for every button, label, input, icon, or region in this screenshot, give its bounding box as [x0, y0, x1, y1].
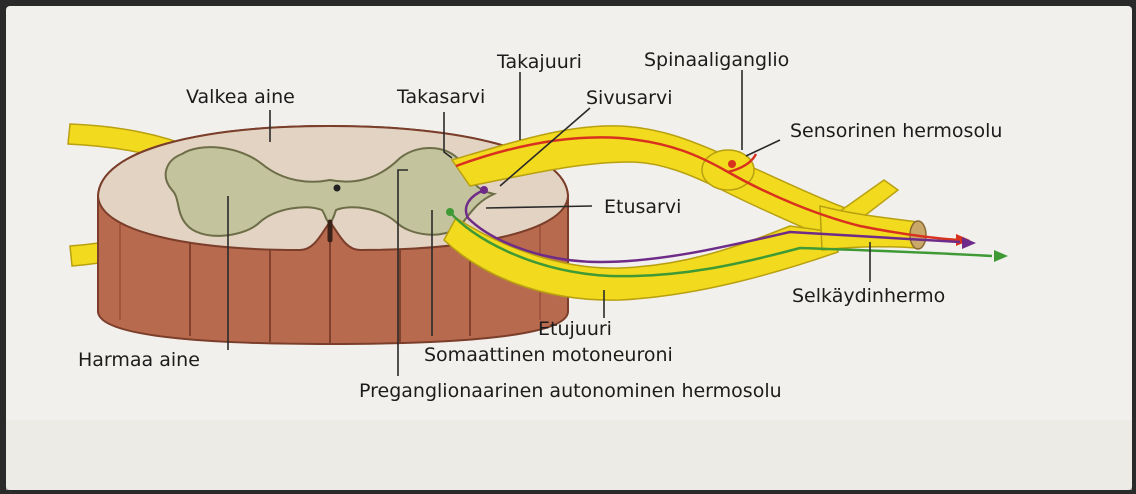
- label-sivusarvi: Sivusarvi: [586, 87, 673, 109]
- autonomic-neuron-soma: [480, 186, 488, 194]
- central-canal: [334, 185, 341, 192]
- label-takajuuri: Takajuuri: [496, 51, 582, 73]
- label-sensorinen-hermosolu: Sensorinen hermosolu: [790, 120, 1002, 142]
- sensory-neuron-soma: [728, 160, 736, 168]
- label-preganglionaarinen: Preganglionaarinen autonominen hermosolu: [359, 380, 782, 402]
- label-etusarvi: Etusarvi: [604, 196, 681, 218]
- motor-neuron-soma: [446, 208, 454, 216]
- page-shadow: [6, 420, 1132, 490]
- label-takasarvi: Takasarvi: [396, 86, 485, 108]
- label-spinaaliganglio: Spinaaliganglio: [644, 49, 789, 71]
- label-harmaa-aine: Harmaa aine: [78, 349, 200, 371]
- label-somaattinen-motoneuroni: Somaattinen motoneuroni: [424, 344, 673, 366]
- label-valkea-aine: Valkea aine: [186, 86, 295, 108]
- label-etujuuri: Etujuuri: [538, 318, 612, 340]
- label-selkaydinhermo: Selkäydinhermo: [792, 285, 945, 307]
